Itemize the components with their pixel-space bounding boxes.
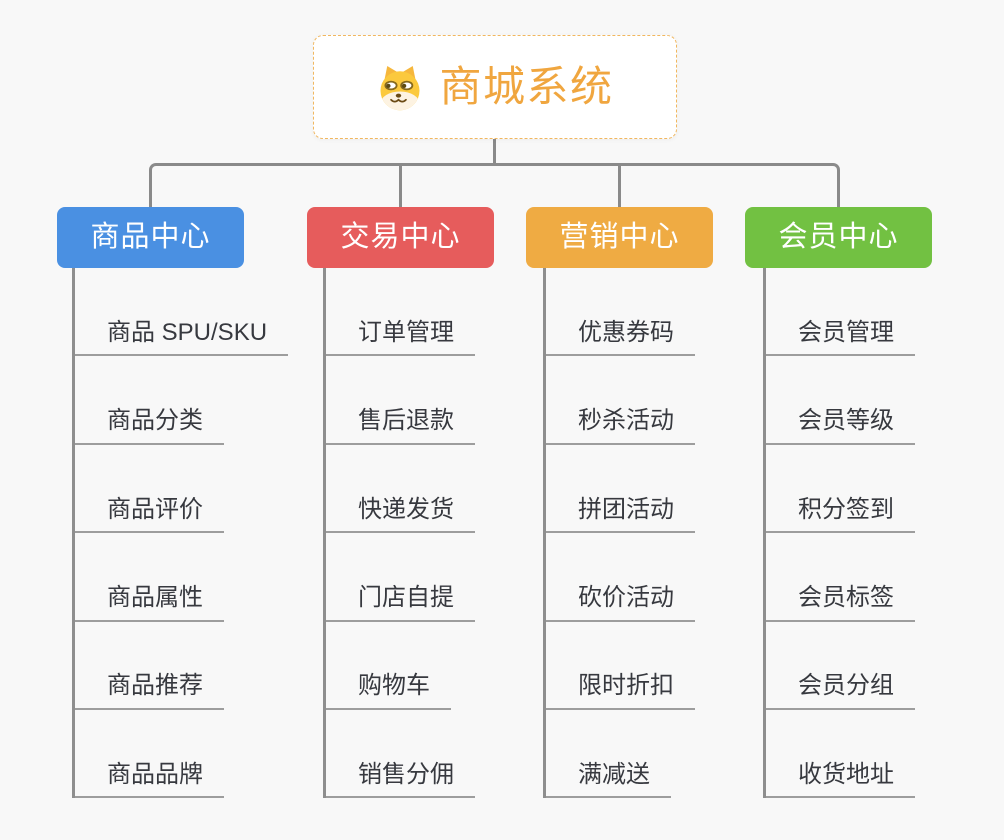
leaf-node[interactable]: 秒杀活动 xyxy=(546,356,695,445)
leaf-label: 商品分类 xyxy=(75,407,224,445)
leaf-label: 拼团活动 xyxy=(546,496,695,534)
leaf-label: 购物车 xyxy=(326,672,451,710)
connector-root-stub xyxy=(493,139,496,166)
leaf-node[interactable]: 商品 SPU/SKU xyxy=(75,268,289,357)
leaf-node[interactable]: 商品品牌 xyxy=(75,710,288,799)
leaf-node[interactable]: 商品分类 xyxy=(75,356,288,445)
leaf-label: 优惠券码 xyxy=(546,319,695,357)
leaf-label: 商品品牌 xyxy=(75,761,224,799)
leaf-column-marketing-center: 优惠券码 秒杀活动 拼团活动 砍价活动 限时折扣 满减送 xyxy=(543,268,695,799)
leaf-label: 售后退款 xyxy=(326,407,475,445)
leaf-node[interactable]: 会员管理 xyxy=(766,268,915,357)
leaf-label: 销售分佣 xyxy=(326,761,475,799)
leaf-node[interactable]: 会员标签 xyxy=(766,533,915,622)
leaf-label: 商品属性 xyxy=(75,584,224,622)
leaf-label: 会员分组 xyxy=(766,672,915,710)
branch-label: 交易中心 xyxy=(340,221,461,253)
leaf-node[interactable]: 限时折扣 xyxy=(546,622,695,710)
leaf-column-member-center: 会员管理 会员等级 积分签到 会员标签 会员分组 收货地址 xyxy=(763,268,915,799)
leaf-node[interactable]: 门店自提 xyxy=(326,533,475,622)
leaf-label: 秒杀活动 xyxy=(546,407,695,445)
leaf-label: 快递发货 xyxy=(326,496,475,534)
leaf-node[interactable]: 收货地址 xyxy=(766,710,915,799)
leaf-node[interactable]: 商品评价 xyxy=(75,445,288,534)
leaf-label: 会员标签 xyxy=(766,584,915,622)
branch-node-marketing-center[interactable]: 营销中心 xyxy=(526,207,713,268)
leaf-node[interactable]: 购物车 xyxy=(326,622,475,710)
leaf-node[interactable]: 快递发货 xyxy=(326,445,475,534)
root-node[interactable]: 商城系统 xyxy=(313,35,677,139)
root-title: 商城系统 xyxy=(439,63,614,110)
branch-label: 商品中心 xyxy=(90,221,211,253)
leaf-node[interactable]: 商品推荐 xyxy=(75,622,288,710)
leaf-column-trade-center: 订单管理 售后退款 快递发货 门店自提 购物车 销售分佣 xyxy=(323,268,475,799)
leaf-node[interactable]: 会员等级 xyxy=(766,356,915,445)
connector-drop-branch-3 xyxy=(618,165,621,207)
leaf-label: 砍价活动 xyxy=(546,584,695,622)
leaf-node[interactable]: 砍价活动 xyxy=(546,533,695,622)
leaf-node[interactable]: 拼团活动 xyxy=(546,445,695,534)
branch-label: 营销中心 xyxy=(559,221,680,253)
branch-node-trade-center[interactable]: 交易中心 xyxy=(307,207,494,268)
leaf-label: 满减送 xyxy=(546,761,671,799)
dog-face-icon xyxy=(380,66,420,111)
leaf-label: 门店自提 xyxy=(326,584,475,622)
leaf-node[interactable]: 满减送 xyxy=(546,710,695,799)
leaf-node[interactable]: 积分签到 xyxy=(766,445,915,534)
leaf-label: 限时折扣 xyxy=(546,672,695,710)
leaf-label: 收货地址 xyxy=(766,761,915,799)
leaf-column-product-center: 商品 SPU/SKU 商品分类 商品评价 商品属性 商品推荐 商品品牌 xyxy=(72,268,289,799)
leaf-node[interactable]: 销售分佣 xyxy=(326,710,475,799)
leaf-label: 会员管理 xyxy=(766,319,915,357)
leaf-label: 积分签到 xyxy=(766,496,915,534)
leaf-label: 商品评价 xyxy=(75,496,224,534)
branch-node-member-center[interactable]: 会员中心 xyxy=(745,207,932,268)
connector-horizontal-line xyxy=(190,163,800,166)
leaf-node[interactable]: 商品属性 xyxy=(75,533,288,622)
leaf-node[interactable]: 会员分组 xyxy=(766,622,915,710)
connector-drop-branch-2 xyxy=(399,165,402,207)
connector-elbow-left xyxy=(149,163,193,207)
leaf-node[interactable]: 订单管理 xyxy=(326,268,475,357)
leaf-label: 商品推荐 xyxy=(75,672,224,710)
leaf-label: 会员等级 xyxy=(766,407,915,445)
branch-node-product-center[interactable]: 商品中心 xyxy=(57,207,244,268)
branch-label: 会员中心 xyxy=(778,221,899,253)
connector-elbow-right xyxy=(796,163,840,207)
leaf-label: 订单管理 xyxy=(326,319,475,357)
leaf-label: 商品 SPU/SKU xyxy=(75,319,289,357)
leaf-node[interactable]: 售后退款 xyxy=(326,356,475,445)
leaf-node[interactable]: 优惠券码 xyxy=(546,268,695,357)
